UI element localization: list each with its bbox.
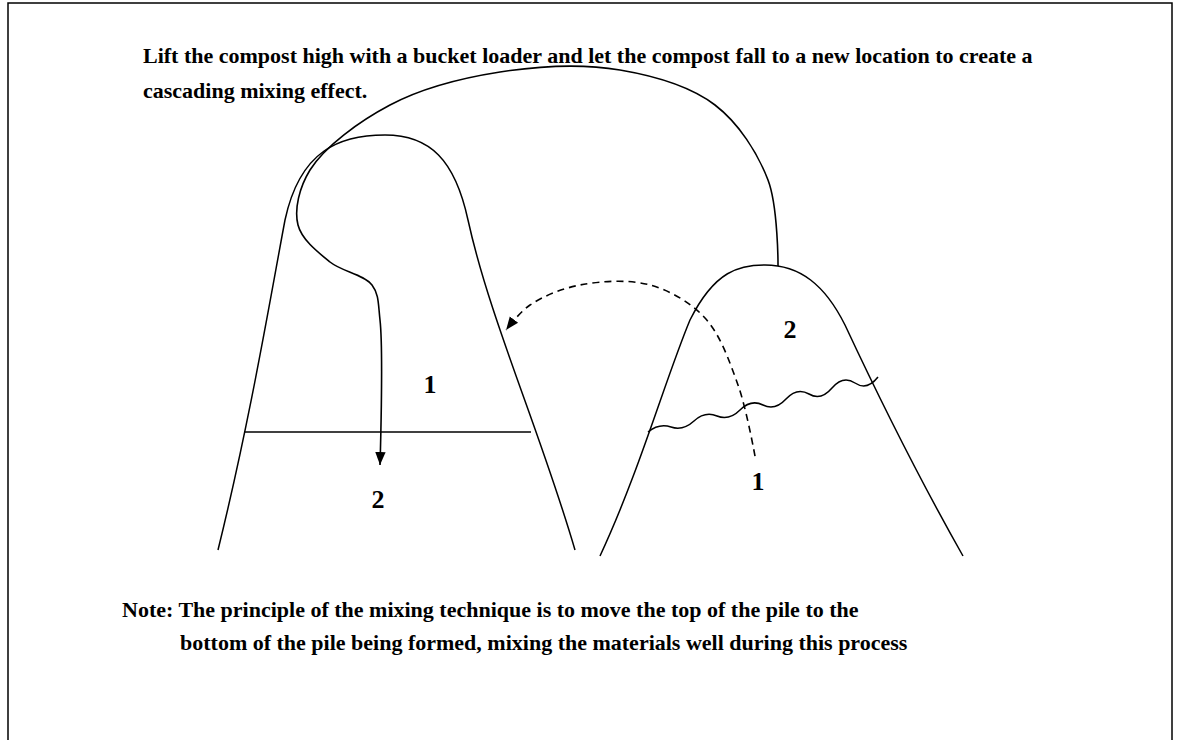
pile-outline bbox=[218, 135, 575, 550]
pile-outline-layer bbox=[600, 262, 963, 556]
layer-number: 2 bbox=[372, 485, 385, 515]
compost-pile: 12 bbox=[218, 130, 575, 550]
layer-number: 2 bbox=[784, 315, 797, 345]
compost-pile: 21 bbox=[600, 262, 963, 556]
solid-arrow bbox=[297, 66, 778, 465]
pile-outline bbox=[600, 265, 963, 556]
diagram-title: Lift the compost high with a bucket load… bbox=[143, 38, 1053, 108]
frame-border bbox=[8, 3, 1172, 740]
layer-boundary bbox=[648, 377, 878, 432]
layer-boundary bbox=[244, 431, 531, 433]
layer-number: 1 bbox=[424, 370, 437, 400]
layer-number: 1 bbox=[752, 467, 765, 497]
dashed-arrow bbox=[506, 281, 755, 456]
pile-outline-layer bbox=[218, 130, 575, 550]
note-caption: Note: The principle of the mixing techni… bbox=[122, 593, 912, 659]
